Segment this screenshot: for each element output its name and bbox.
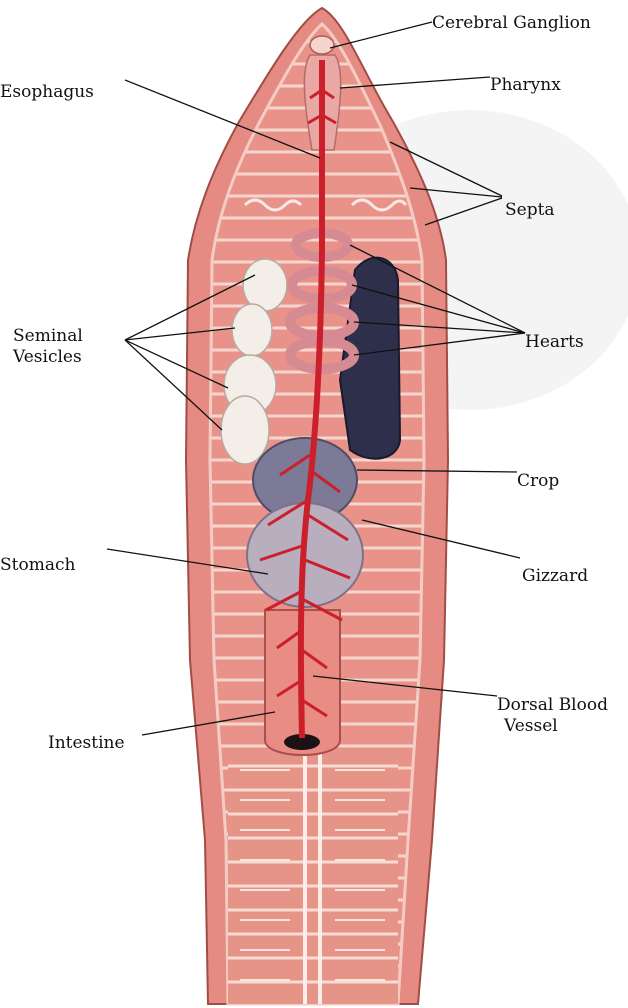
label-seminal-vesicles-line1: Seminal	[13, 326, 83, 346]
label-cerebral-ganglion: Cerebral Ganglion	[432, 13, 591, 33]
lower-lateral-channel	[303, 750, 322, 1004]
label-stomach: Stomach	[0, 555, 76, 575]
nephridia-coils	[243, 198, 408, 212]
label-esophagus: Esophagus	[0, 82, 94, 102]
lower-body-segments	[228, 750, 398, 1004]
seminal-vesicles-group	[220, 258, 288, 465]
seminal-vesicle-1	[242, 258, 288, 312]
lower-side-striations	[240, 769, 385, 981]
label-gizzard: Gizzard	[522, 566, 589, 586]
label-intestine: Intestine	[48, 733, 125, 753]
intestine-opening	[284, 734, 320, 750]
vessel-branches	[259, 88, 351, 718]
label-septa: Septa	[505, 200, 555, 220]
label-crop: Crop	[517, 471, 560, 491]
label-dorsal-blood-vessel-line1: Dorsal Blood	[497, 695, 608, 715]
label-seminal-vesicles: Seminal Vesicles	[13, 326, 83, 368]
label-dorsal-blood-vessel: Dorsal Blood Vessel	[497, 695, 608, 737]
label-dorsal-blood-vessel-line2: Vessel	[504, 716, 558, 736]
cerebral-ganglion-shape	[309, 35, 335, 55]
seminal-vesicle-2	[231, 303, 273, 357]
leader-lines	[106, 21, 526, 736]
seminal-vesicle-4	[220, 395, 270, 465]
label-hearts: Hearts	[525, 332, 584, 352]
label-seminal-vesicles-line2: Vesicles	[13, 347, 82, 367]
dorsal-blood-vessel-shape	[297, 60, 325, 739]
label-pharynx: Pharynx	[490, 75, 561, 95]
dark-organ	[338, 256, 402, 460]
